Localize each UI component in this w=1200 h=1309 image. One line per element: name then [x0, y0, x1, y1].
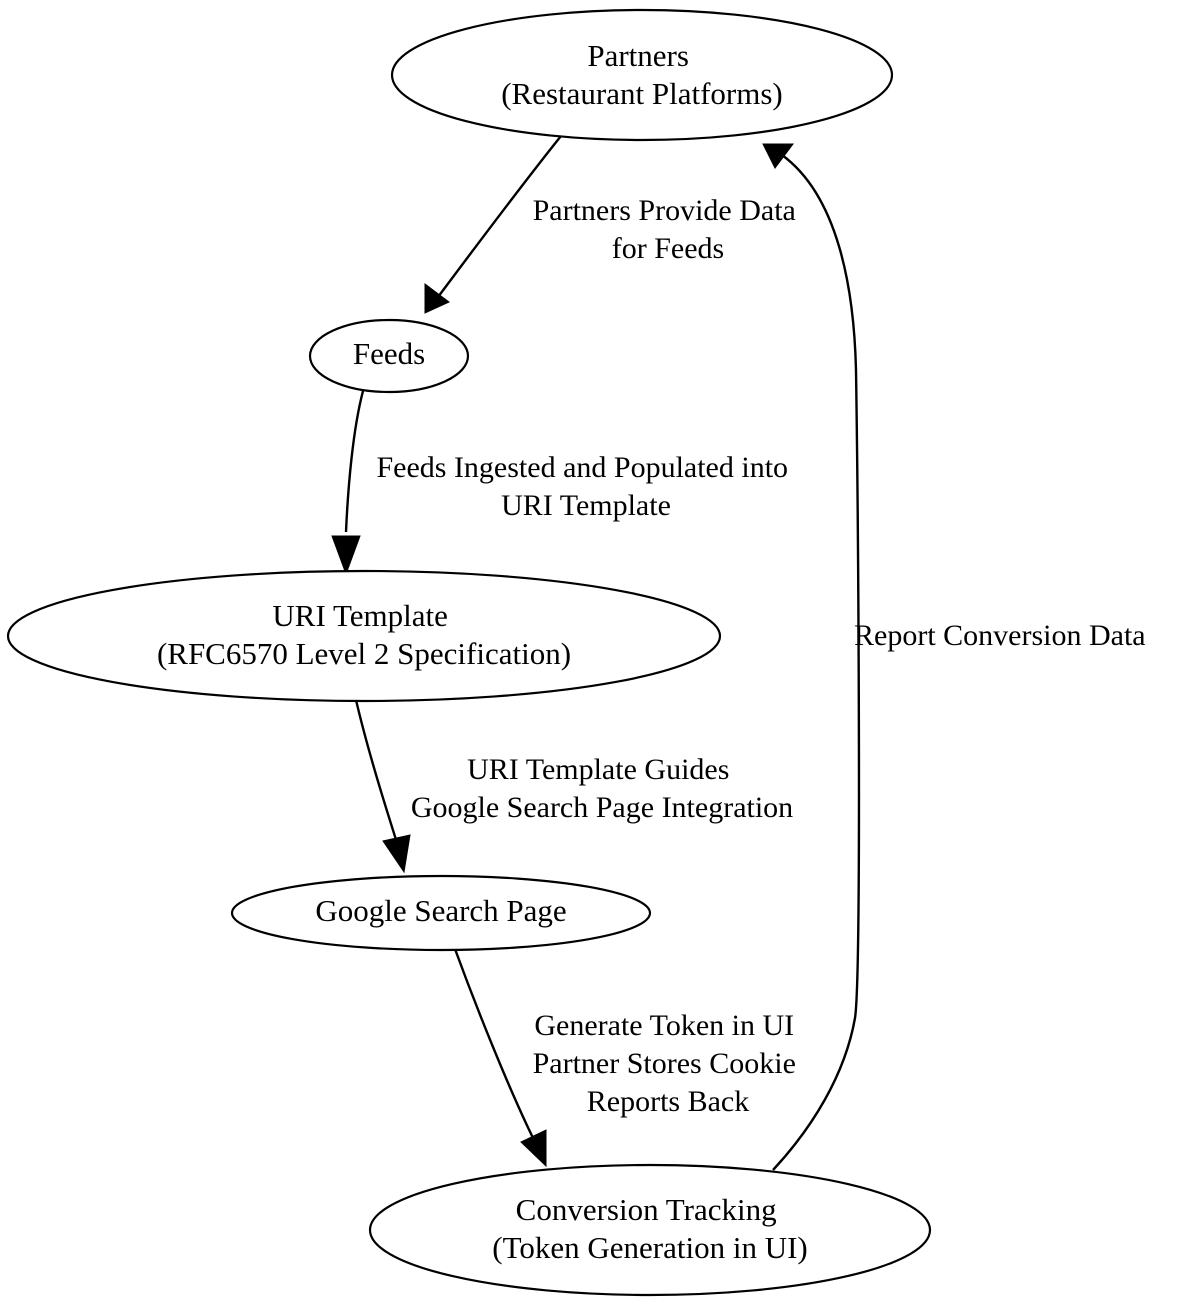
edge-feeds-to-uri-template-path — [344, 390, 365, 533]
edge-conversion-tracking-to-partners-arrowhead — [762, 143, 794, 169]
edge-conversion-tracking-to-partners-path — [772, 154, 861, 1171]
edge-label-line-1: Report Conversion Data — [854, 619, 1146, 652]
node-label-line-1: Google Search Page — [315, 893, 566, 928]
edge-uri-template-to-google-search-page-label: URI Template Guides Google Search Page I… — [411, 753, 793, 824]
node-conversion-tracking-label: Conversion Tracking (Token Generation in… — [492, 1192, 807, 1265]
edge-label-line-2: URI Template — [501, 489, 671, 522]
node-label-line-1: Partners — [587, 38, 689, 73]
node-conversion-tracking[interactable]: Conversion Tracking (Token Generation in… — [368, 1163, 932, 1297]
node-label-line-1: URI Template — [272, 598, 447, 633]
edge-label-line-1: URI Template Guides — [467, 753, 729, 786]
edge-uri-template-to-google-search-page-path — [354, 699, 400, 847]
edge-conversion-tracking-to-partners: Report Conversion Data — [762, 143, 1146, 1171]
edge-label-line-1: Feeds Ingested and Populated into — [376, 451, 788, 484]
edge-uri-template-to-google-search-page-arrowhead — [382, 834, 411, 874]
edge-partners-to-feeds-path — [434, 135, 562, 302]
edge-label-line-2: Google Search Page Integration — [411, 791, 793, 824]
node-google-search-page[interactable]: Google Search Page — [230, 874, 652, 952]
node-label-line-1: Feeds — [353, 336, 425, 371]
edge-google-search-page-to-conversion-tracking-path — [453, 948, 536, 1141]
node-label-line-2: (RFC6570 Level 2 Specification) — [157, 636, 571, 671]
edge-google-search-page-to-conversion-tracking-label: Generate Token in UI Partner Stores Cook… — [533, 1009, 804, 1118]
node-conversion-tracking-ellipse[interactable] — [368, 1163, 932, 1297]
node-label-line-1: Conversion Tracking — [516, 1192, 777, 1227]
edge-partners-to-feeds-arrowhead — [424, 283, 450, 314]
edge-partners-to-feeds: Partners Provide Data for Feeds — [424, 135, 804, 314]
edge-uri-template-to-google-search-page: URI Template Guides Google Search Page I… — [354, 699, 793, 874]
edge-feeds-to-uri-template-label: Feeds Ingested and Populated into URI Te… — [376, 451, 795, 522]
edge-feeds-to-uri-template-arrowhead — [331, 535, 361, 576]
node-uri-template-label: URI Template (RFC6570 Level 2 Specificat… — [157, 598, 571, 671]
node-feeds-ellipse[interactable] — [308, 318, 470, 394]
edge-google-search-page-to-conversion-tracking: Generate Token in UI Partner Stores Cook… — [453, 948, 804, 1168]
node-partners[interactable]: Partners (Restaurant Platforms) — [390, 8, 894, 142]
node-uri-template-ellipse[interactable] — [6, 569, 722, 703]
edge-label-line-1: Generate Token in UI — [534, 1009, 794, 1042]
node-label-line-2: (Restaurant Platforms) — [501, 76, 783, 111]
node-google-search-page-ellipse[interactable] — [230, 874, 652, 952]
edge-google-search-page-to-conversion-tracking-arrowhead — [520, 1129, 547, 1168]
edge-label-line-3: Reports Back — [587, 1085, 749, 1118]
edge-feeds-to-uri-template: Feeds Ingested and Populated into URI Te… — [331, 390, 795, 576]
node-feeds[interactable]: Feeds — [308, 318, 470, 394]
node-partners-ellipse[interactable] — [390, 8, 894, 142]
edge-label-line-2: for Feeds — [612, 232, 724, 265]
node-google-search-page-label: Google Search Page — [315, 893, 566, 928]
node-partners-label: Partners (Restaurant Platforms) — [501, 38, 783, 111]
node-label-line-2: (Token Generation in UI) — [492, 1230, 807, 1265]
edge-label-line-1: Partners Provide Data — [533, 194, 796, 227]
edge-label-line-2: Partner Stores Cookie — [533, 1047, 796, 1080]
edge-conversion-tracking-to-partners-label: Report Conversion Data — [854, 619, 1146, 652]
node-feeds-label: Feeds — [353, 336, 425, 371]
edge-partners-to-feeds-label: Partners Provide Data for Feeds — [533, 194, 804, 265]
node-uri-template[interactable]: URI Template (RFC6570 Level 2 Specificat… — [6, 569, 722, 703]
